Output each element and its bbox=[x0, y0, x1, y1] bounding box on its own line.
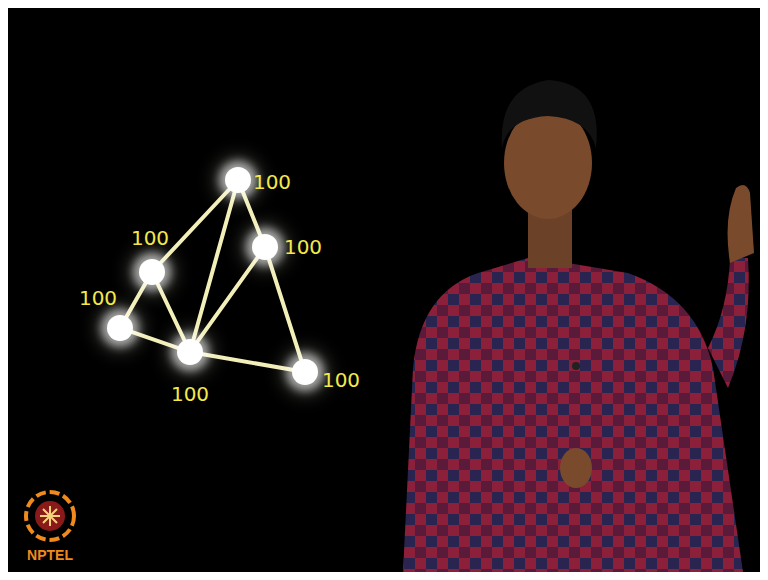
graph-edge bbox=[203, 354, 292, 370]
graph-vertex bbox=[107, 315, 133, 341]
vertex-value: 100 bbox=[322, 370, 360, 390]
vertex-value: 100 bbox=[253, 172, 291, 192]
graph-vertex bbox=[139, 259, 165, 285]
vertex-value: 100 bbox=[79, 288, 117, 308]
graph-vertex bbox=[225, 167, 251, 193]
vertex-value: 100 bbox=[284, 237, 322, 257]
lecturer-illustration bbox=[8, 8, 760, 572]
graph-edge bbox=[243, 192, 260, 235]
graph-vertex bbox=[177, 339, 203, 365]
graph-edge bbox=[126, 283, 145, 316]
logo-text: NPTEL bbox=[27, 548, 73, 562]
lecturer bbox=[403, 80, 754, 572]
graph-edge bbox=[132, 332, 177, 348]
graph-vertex bbox=[292, 359, 318, 385]
graph-edge bbox=[198, 258, 258, 342]
graph-vertex bbox=[252, 234, 278, 260]
graph-edge bbox=[269, 259, 301, 359]
vertex-value: 100 bbox=[171, 384, 209, 404]
edge-layer bbox=[8, 8, 760, 572]
vertex-value: 100 bbox=[131, 228, 169, 248]
graph-edge bbox=[158, 284, 185, 341]
nptel-emblem bbox=[26, 492, 74, 540]
blackboard: 100 100 100 100 100 100NPTEL bbox=[8, 8, 760, 572]
